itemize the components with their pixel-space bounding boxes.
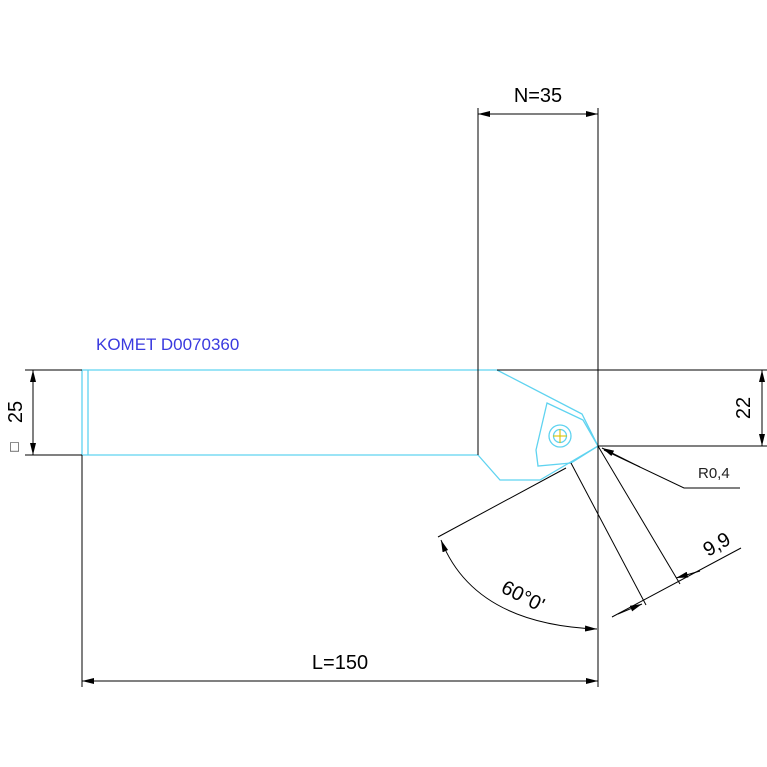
dimension-lines: [25, 108, 767, 687]
insert-outline: [535, 402, 599, 467]
insert-arrow-b: [617, 603, 643, 615]
tool-holder-outline: [81, 369, 599, 481]
dim-text-insert: 9,9: [699, 528, 734, 561]
dim-text-shank: 25: [5, 401, 27, 423]
head-top-outline: [478, 369, 599, 447]
dim-text-radius: R0,4: [698, 465, 730, 482]
ext-line-insert-b: [570, 462, 647, 606]
ext-line-insert-a: [597, 445, 681, 585]
dim-text-angle: 60°0': [498, 577, 548, 617]
insert-screw: [548, 424, 572, 448]
angle-leg: [437, 467, 567, 538]
angle-arc: [440, 539, 598, 632]
dim-line-insert: [611, 547, 742, 618]
dim-text-length: L=150: [312, 652, 368, 674]
radius-arrow: [601, 447, 641, 468]
shank-outline: [81, 369, 478, 456]
square-symbol: □: [6, 442, 23, 451]
dim-text-height: 22: [733, 397, 755, 419]
insert-center-mark: [553, 429, 567, 443]
tool-label: KOMET D0070360: [96, 335, 239, 354]
dim-text-n: N=35: [514, 85, 562, 107]
insert-arrow-a: [675, 570, 701, 579]
